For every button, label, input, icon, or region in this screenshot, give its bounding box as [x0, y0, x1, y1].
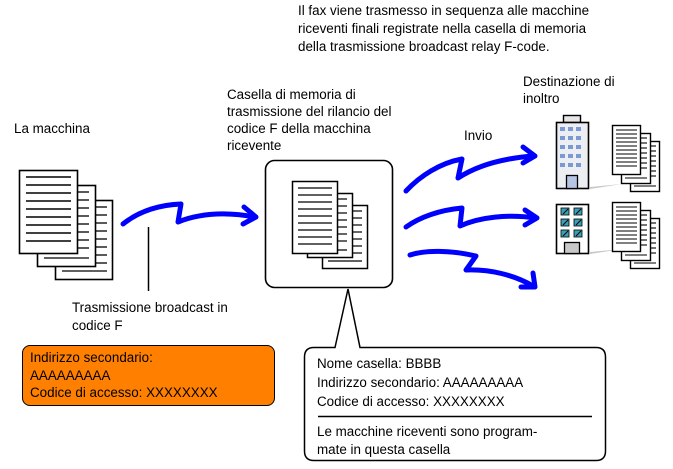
box-info-line-2: Indirizzo secondario: AAAAAAAAA: [317, 375, 524, 390]
send-arrow-1-icon: [403, 144, 538, 194]
sender-label: La macchina: [14, 121, 90, 136]
sender-document-stack-icon: [18, 169, 114, 281]
sender-info-line-2: AAAAAAAAA: [30, 367, 111, 383]
sender-info-line-3: Codice di accesso: XXXXXXXX: [30, 385, 218, 400]
transmission-arrow-icon: [120, 201, 259, 227]
box-info-line-1: Nome casella: BBBB: [317, 356, 442, 371]
transmission-label-line-2: codice F: [72, 318, 123, 333]
send-label: Invio: [464, 128, 493, 143]
relay-document-stack-icon: [291, 180, 369, 270]
sender-info-line-1: Indirizzo secondario:: [30, 350, 153, 365]
description-line-1: Il fax viene trasmesso in sequenza alle …: [298, 3, 590, 18]
description-line-3: della trasmissione broadcast relay F-cod…: [298, 39, 550, 54]
box-info-note-line-2: mate in questa casella: [317, 442, 451, 457]
destination-building-1-icon: [555, 114, 622, 190]
box-info-line-3: Codice di accesso: XXXXXXXX: [317, 394, 505, 409]
relay-box-label-line-3: codice F della macchina: [227, 121, 371, 136]
destination-label-line-1: Destinazione di: [523, 74, 615, 89]
box-info-note-line-1: Le macchine riceventi sono program-: [317, 424, 538, 439]
send-arrow-3-icon: [407, 248, 538, 290]
send-arrow-2-icon: [403, 205, 540, 230]
destination-document-stack-2-icon: [611, 201, 661, 270]
transmission-label-line-1: Trasmissione broadcast in: [72, 300, 228, 315]
sender-info-box: Indirizzo secondario: AAAAAAAAA Codice d…: [22, 345, 275, 406]
destination-document-stack-1-icon: [611, 124, 661, 193]
relay-box-label-line-1: Casella di memoria di: [227, 87, 356, 102]
destination-building-2-icon: [555, 203, 622, 255]
destination-label-line-2: inoltro: [523, 91, 560, 106]
relay-box-label-line-4: ricevente: [227, 138, 282, 153]
description-line-2: riceventi finali registrate nella casell…: [298, 21, 587, 36]
box-info-callout: [303, 288, 607, 462]
relay-box-label-line-2: trasmissione del rilancio del: [227, 104, 392, 119]
